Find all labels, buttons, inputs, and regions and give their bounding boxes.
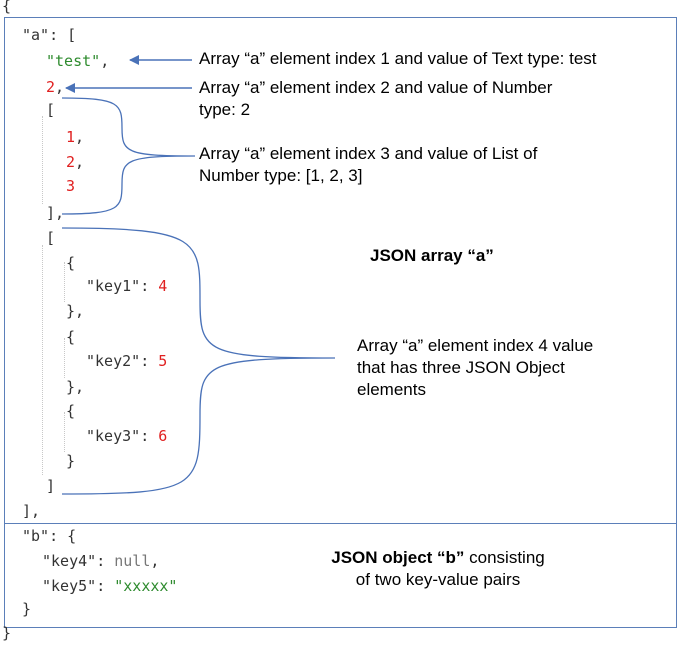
annotation-index2-line2: type: 2 [199, 100, 251, 119]
object2-close: }, [66, 378, 85, 396]
annotation-index3: Array “a” element index 3 and value of L… [199, 143, 537, 187]
annotation-index4-line1: Array “a” element index 4 value [357, 336, 594, 355]
indent-guide [64, 262, 65, 302]
object1-pair: "key1": 4 [86, 277, 168, 295]
list-close-bracket: ], [46, 204, 65, 222]
annotation-index2: Array “a” element index 2 and value of N… [199, 77, 552, 121]
indent-guide [64, 338, 65, 378]
objects-open-bracket: [ [46, 229, 56, 247]
indent-guide [42, 116, 43, 204]
objects-close-bracket: ] [46, 477, 56, 495]
object3-pair: "key3": 6 [86, 427, 168, 445]
object1-open: { [66, 254, 76, 272]
array-a-title: JSON array “a” [370, 246, 494, 265]
object-b-title: JSON object “b” [331, 548, 465, 567]
root-open-brace: { [2, 0, 12, 15]
list-item-3: 3 [66, 177, 76, 195]
key-a-line: "a": [ [22, 26, 77, 44]
value-2: 2 [46, 78, 56, 96]
object2-open: { [66, 328, 76, 346]
brace-list [61, 97, 196, 215]
object-b-close: } [22, 600, 32, 618]
object1-close: }, [66, 302, 85, 320]
root-close-brace: } [2, 624, 12, 642]
element-2-line: 2, [46, 78, 65, 96]
annotation-index2-line1: Array “a” element index 2 and value of N… [199, 78, 553, 97]
object2-pair: "key2": 5 [86, 352, 168, 370]
object3-close: } [66, 452, 76, 470]
key-a: "a" [22, 26, 50, 44]
object-b-frame [4, 523, 677, 628]
indent-guide [64, 412, 65, 452]
list-item-1: 1, [66, 128, 85, 146]
list-open-bracket: [ [46, 101, 56, 119]
indent-guide [42, 245, 43, 475]
brace-objects [61, 227, 336, 495]
element-test-line: "test", [46, 52, 110, 70]
annotation-index4-line3: elements [357, 380, 426, 399]
annotation-index4-line2: that has three JSON Object [357, 358, 565, 377]
annotation-index3-line2: Number type: [1, 2, 3] [199, 166, 363, 185]
key-b: "b" [22, 527, 50, 545]
annotation-index3-line1: Array “a” element index 3 and value of L… [199, 144, 538, 163]
object-b-annotation: JSON object “b” consisting of two key-va… [318, 547, 558, 591]
value-test: "test" [46, 52, 101, 70]
key-b-line: "b": { [22, 527, 77, 545]
object-b-desc-2: of two key-value pairs [355, 570, 521, 589]
annotation-index4: Array “a” element index 4 value that has… [357, 335, 593, 401]
key5-pair: "key5": "xxxxx" [42, 577, 178, 595]
array-a-close: ], [22, 502, 41, 520]
list-item-2: 2, [66, 153, 85, 171]
object3-open: { [66, 402, 76, 420]
key4-pair: "key4": null, [42, 552, 160, 570]
annotation-index1: Array “a” element index 1 and value of T… [199, 49, 597, 68]
object-b-desc-1: consisting [464, 548, 545, 567]
